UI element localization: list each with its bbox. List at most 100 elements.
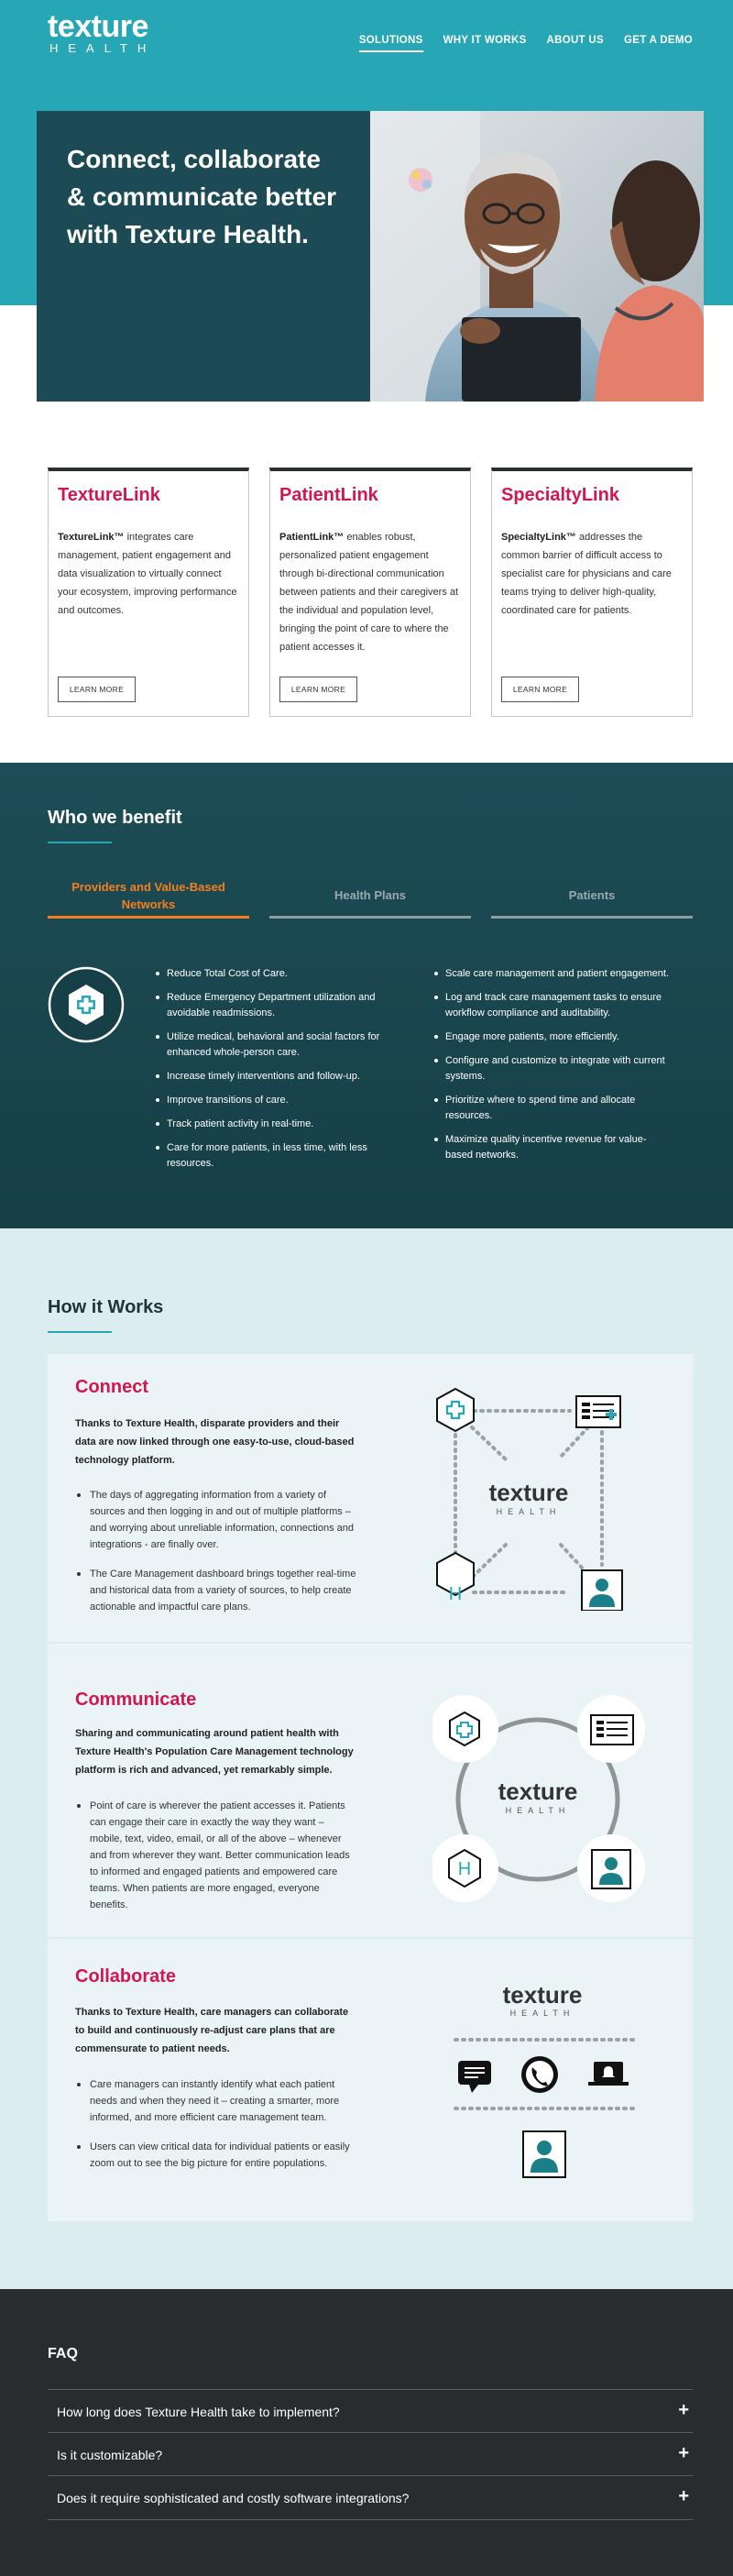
hero-photo (370, 111, 704, 402)
diagram-h-letter: H (449, 1584, 462, 1604)
diagram-logo: texture (498, 1778, 578, 1805)
logo-wordmark: texture (48, 9, 148, 44)
card-text: integrates care management, patient enga… (58, 532, 237, 616)
plus-icon[interactable]: + (678, 2443, 689, 2463)
nav-about-us[interactable]: ABOUT US (546, 35, 605, 46)
tab-health-plans[interactable]: Health Plans (269, 875, 471, 919)
list-item: Increase timely interventions and follow… (154, 1069, 392, 1084)
faq-question: Does it require sophisticated and costly… (57, 2491, 410, 2505)
panel-title: Communicate (75, 1690, 197, 1710)
faq-question: How long does Texture Health take to imp… (57, 2405, 340, 2419)
panel-lead: Sharing and communicating around patient… (75, 1728, 354, 1776)
hexagon-plus-icon (48, 966, 125, 1043)
diagram-logo: texture (503, 1981, 583, 2009)
laptop-alert-icon (588, 2062, 629, 2086)
hero-title: Connect, collaborate & communicate bette… (67, 145, 337, 248)
nav-why-it-works[interactable]: WHY IT WORKS (443, 35, 527, 46)
faq-item[interactable]: Does it require sophisticated and costly… (48, 2475, 693, 2519)
tab-patients[interactable]: Patients (491, 875, 693, 919)
phone-icon (521, 2056, 558, 2093)
chat-icon (458, 2061, 491, 2093)
faq-title: FAQ (48, 2346, 78, 2361)
list-item: Maximize quality incentive revenue for v… (432, 1132, 671, 1163)
panel-lead: Thanks to Texture Health, disparate prov… (75, 1418, 355, 1466)
benefit-tabs: Providers and Value-Based Networks Healt… (48, 875, 693, 919)
panel-title: Collaborate (75, 1966, 177, 1987)
card-title: TextureLink (58, 485, 160, 505)
section-title: How it Works (48, 1297, 164, 1317)
list-item: Reduce Total Cost of Care. (154, 966, 392, 982)
communicate-cycle-diagram: texture HEALTH H (432, 1695, 645, 1902)
list-item: The days of aggregating information from… (75, 1487, 359, 1553)
title-underline (48, 1331, 112, 1333)
panel-bullets: Point of care is wherever the patient ac… (75, 1798, 359, 1926)
card-text: enables robust, personalized patient eng… (279, 532, 459, 653)
card-texturelink: TextureLink TextureLink™ integrates care… (48, 468, 249, 717)
diagram-h-letter: H (458, 1859, 471, 1879)
diagram-logo-sub: HEALTH (497, 1507, 562, 1516)
panel-title: Connect (75, 1377, 148, 1397)
nav-get-a-demo[interactable]: GET A DEMO (624, 35, 693, 46)
hero-banner: Connect, collaborate & communicate bette… (37, 111, 704, 402)
diagram-logo-sub: HEALTH (506, 1806, 571, 1815)
card-description: TextureLink™ integrates care management,… (58, 528, 237, 620)
list-item: Prioritize where to spend time and alloc… (432, 1093, 671, 1124)
faq-section: FAQ How long does Texture Health take to… (0, 2289, 733, 2576)
learn-more-button[interactable]: LEARN MORE (501, 677, 579, 702)
list-item: Users can view critical data for individ… (75, 2139, 359, 2172)
panel-connect: Connect Thanks to Texture Health, dispar… (48, 1354, 693, 1642)
panel-collaborate: Collaborate Thanks to Texture Health, ca… (48, 1939, 693, 2221)
hero-text-panel: Connect, collaborate & communicate bette… (37, 111, 370, 402)
learn-more-button[interactable]: LEARN MORE (279, 677, 357, 702)
who-we-benefit-section: Who we benefit Providers and Value-Based… (0, 763, 733, 1228)
doctor-patient-illustration (370, 111, 704, 402)
plus-icon[interactable]: + (678, 2400, 689, 2420)
plus-icon[interactable]: + (678, 2486, 689, 2506)
faq-divider (48, 2519, 693, 2520)
list-item: The Care Management dashboard brings tog… (75, 1566, 359, 1615)
list-item: Track patient activity in real-time. (154, 1117, 392, 1132)
collaborate-diagram: texture HEALTH (454, 1981, 636, 2178)
tab-providers[interactable]: Providers and Value-Based Networks (48, 875, 249, 919)
list-item: Scale care management and patient engage… (432, 966, 671, 982)
list-item: Configure and customize to integrate wit… (432, 1053, 671, 1084)
card-text: addresses the common barrier of difficul… (501, 532, 672, 616)
card-lead: SpecialtyLink™ (501, 532, 576, 543)
logo-subtitle: HEALTH (49, 41, 157, 55)
card-lead: PatientLink™ (279, 532, 345, 543)
how-it-works-section: How it Works Connect Thanks to Texture H… (0, 1228, 733, 2289)
faq-question: Is it customizable? (57, 2448, 163, 2462)
card-lead: TextureLink™ (58, 532, 125, 543)
list-item: Log and track care management tasks to e… (432, 990, 671, 1021)
panel-bullets: Care managers can instantly identify wha… (75, 2076, 359, 2185)
card-title: PatientLink (279, 485, 378, 505)
connect-network-diagram: texture HEALTH H (436, 1387, 623, 1611)
card-title: SpecialtyLink (501, 485, 619, 505)
diagram-logo: texture (489, 1479, 569, 1506)
benefit-list-left: Reduce Total Cost of Care. Reduce Emerge… (154, 966, 392, 1180)
nav-solutions[interactable]: SOLUTIONS (358, 35, 423, 52)
card-description: PatientLink™ enables robust, personalize… (279, 528, 459, 656)
list-item: Improve transitions of care. (154, 1093, 392, 1108)
section-title: Who we benefit (48, 808, 182, 828)
product-cards: TextureLink TextureLink™ integrates care… (48, 468, 693, 717)
faq-item[interactable]: Is it customizable? + (48, 2432, 693, 2476)
panel-communicate: Communicate Sharing and communicating ar… (48, 1644, 693, 1937)
faq-item[interactable]: How long does Texture Health take to imp… (48, 2389, 693, 2433)
benefit-list-right: Scale care management and patient engage… (432, 966, 671, 1172)
main-nav: SOLUTIONS WHY IT WORKS ABOUT US GET A DE… (358, 35, 693, 52)
list-item: Utilize medical, behavioral and social f… (154, 1029, 392, 1061)
list-item: Point of care is wherever the patient ac… (75, 1798, 359, 1913)
panel-bullets: The days of aggregating information from… (75, 1487, 359, 1628)
list-item: Care for more patients, in less time, wi… (154, 1140, 392, 1172)
list-item: Reduce Emergency Department utilization … (154, 990, 392, 1021)
card-patientlink: PatientLink PatientLink™ enables robust,… (269, 468, 471, 717)
panel-lead: Thanks to Texture Health, care managers … (75, 2007, 349, 2054)
texture-health-logo[interactable]: texture HEALTH (48, 11, 156, 55)
learn-more-button[interactable]: LEARN MORE (58, 677, 136, 702)
title-underline (48, 842, 112, 843)
card-description: SpecialtyLink™ addresses the common barr… (501, 528, 681, 620)
diagram-logo-sub: HEALTH (510, 2009, 575, 2018)
card-specialtylink: SpecialtyLink SpecialtyLink™ addresses t… (491, 468, 693, 717)
list-item: Care managers can instantly identify wha… (75, 2076, 359, 2126)
